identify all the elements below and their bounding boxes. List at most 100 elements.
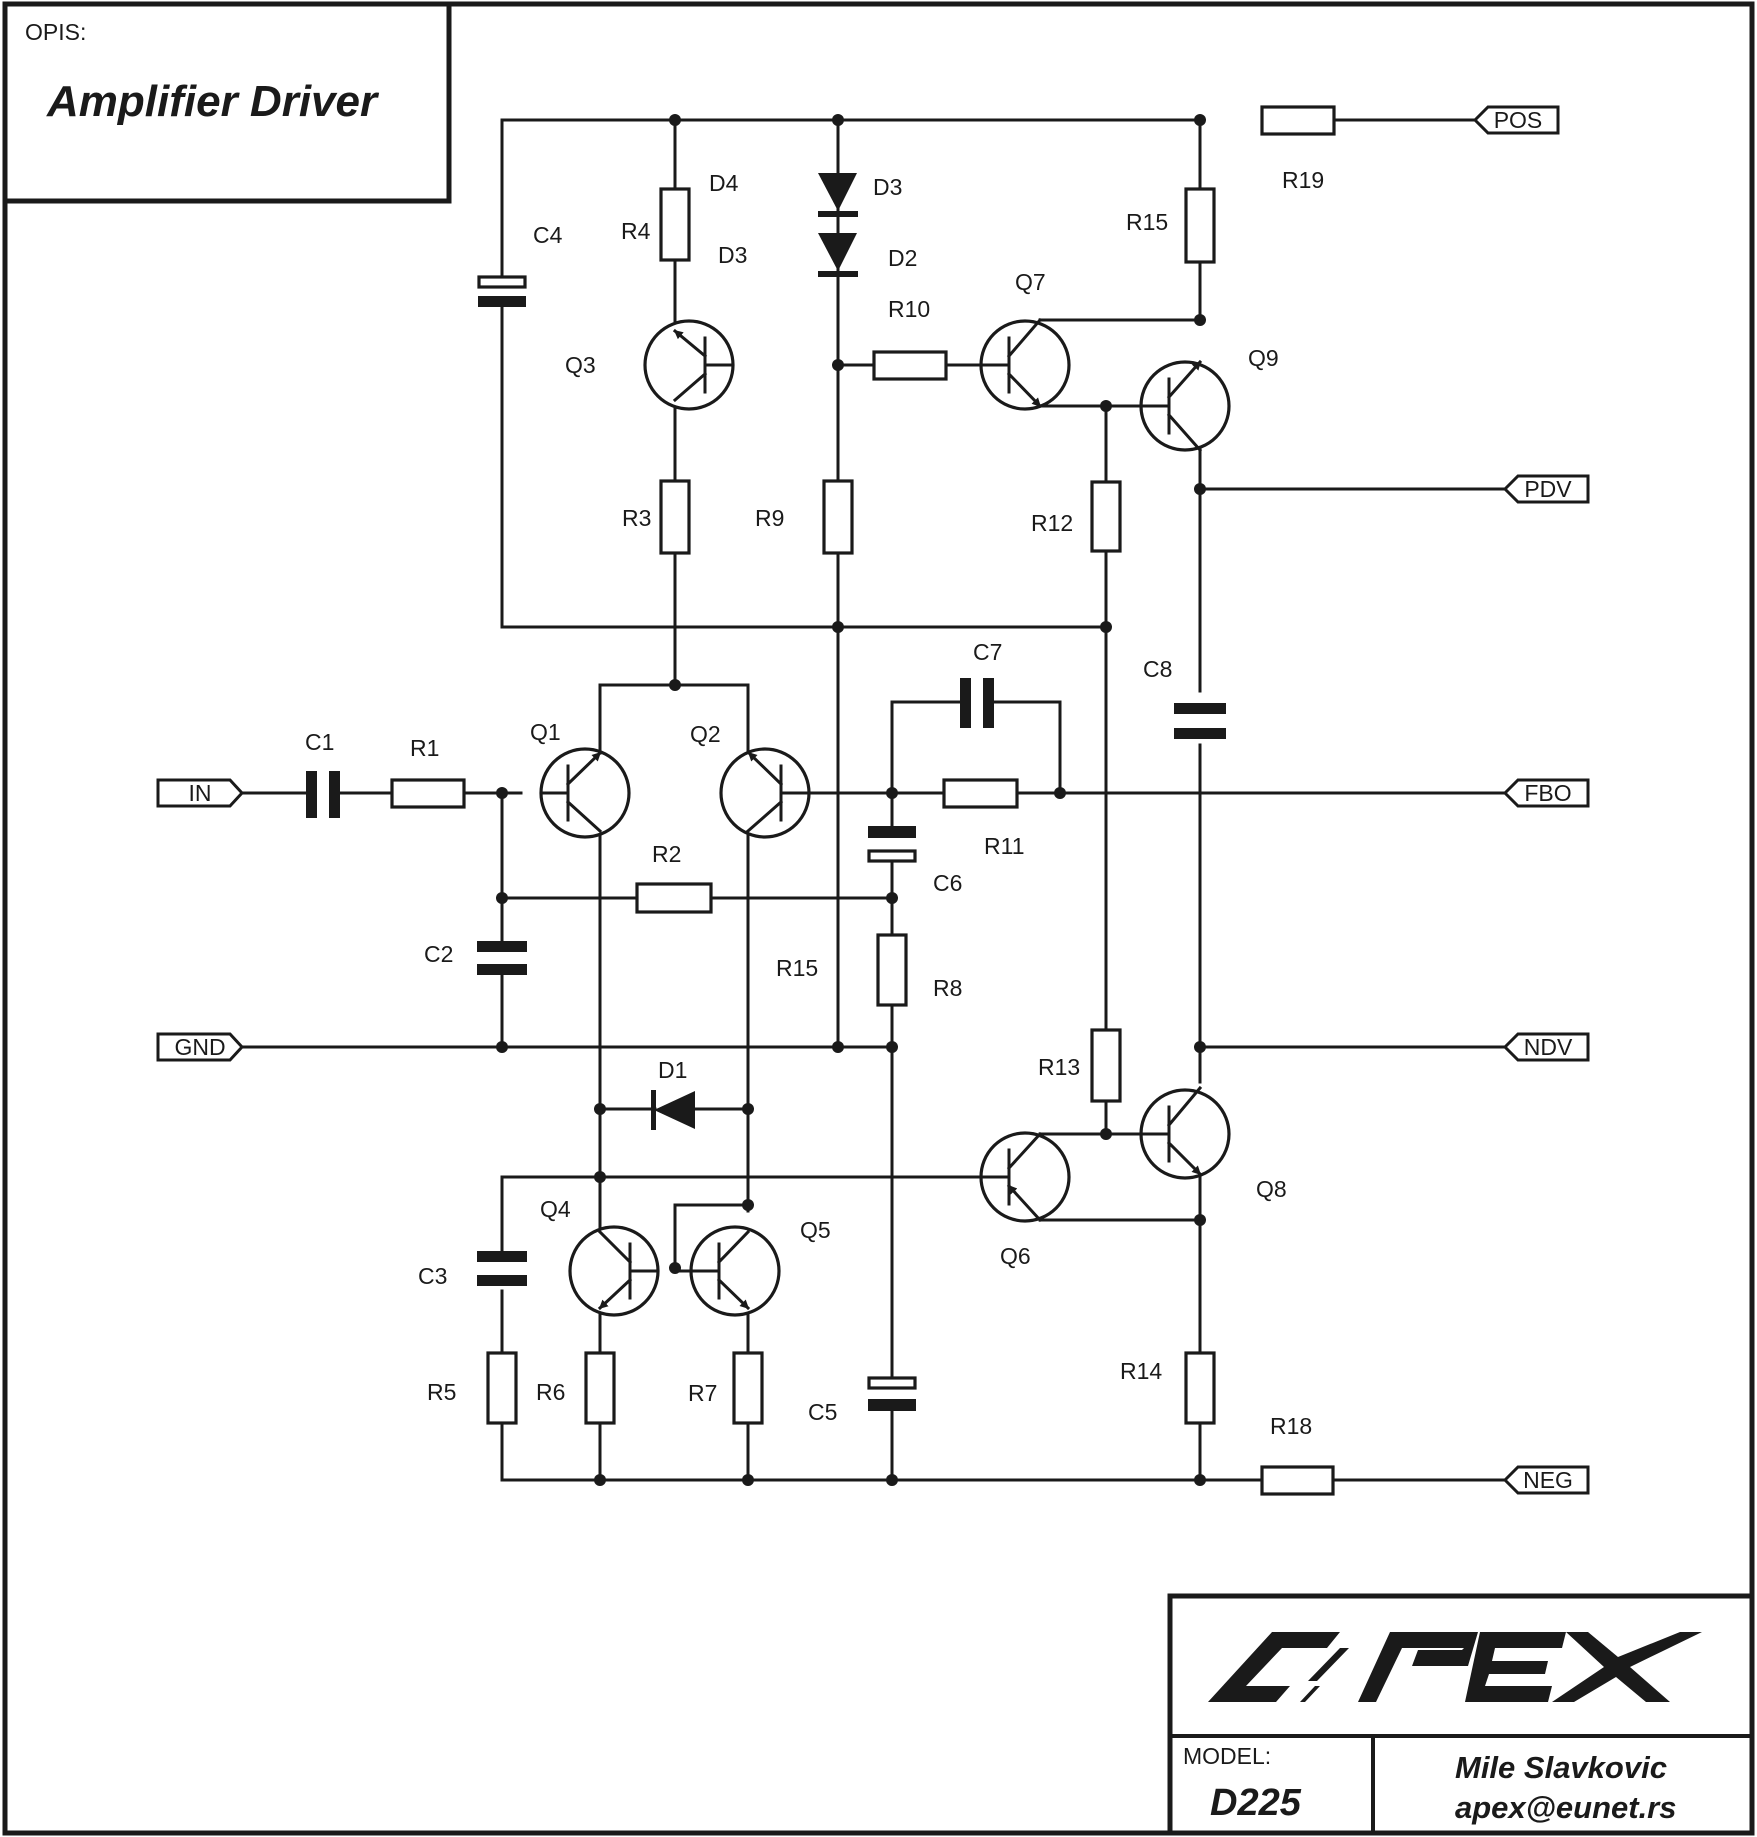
label-d3-right: D3 (873, 174, 902, 200)
capacitor-c2 (477, 941, 527, 975)
opis-label: OPIS: (25, 19, 86, 45)
label-r6: R6 (536, 1379, 565, 1405)
port-in: IN (156, 778, 245, 808)
label-r19: R19 (1282, 167, 1324, 193)
port-fbo: FBO (1502, 778, 1590, 808)
label-r11: R11 (984, 833, 1025, 859)
port-ndv-label: NDV (1524, 1034, 1573, 1060)
port-pos-label: POS (1494, 107, 1543, 133)
capacitor-c1 (306, 771, 340, 818)
label-r9: R9 (755, 505, 784, 531)
label-r7: R7 (688, 1380, 717, 1406)
label-d4: D4 (709, 170, 739, 196)
transistor-q4 (568, 1225, 660, 1317)
port-fbo-label: FBO (1524, 780, 1571, 806)
author-name: Mile Slavkovic (1455, 1750, 1667, 1785)
label-c2: C2 (424, 941, 453, 967)
transistor-q9 (1104, 359, 1231, 453)
junctions (496, 114, 1206, 1486)
label-r5: R5 (427, 1379, 456, 1405)
label-c4: C4 (533, 222, 563, 248)
port-gnd: GND (156, 1032, 245, 1062)
apex-logo (1208, 1632, 1702, 1702)
label-q2: Q2 (690, 721, 721, 747)
title-block: OPIS: Amplifier Driver (2, 1, 452, 204)
footer-block: MODEL: D225 Mile Slavkovic apex@eunet.rs (1167, 1593, 1755, 1836)
label-q5: Q5 (800, 1217, 831, 1243)
port-pdv: PDV (1502, 474, 1590, 504)
label-d3-left: D3 (718, 242, 747, 268)
capacitor-c5 (867, 1376, 917, 1411)
label-c3: C3 (418, 1263, 447, 1289)
transistor-q2 (719, 747, 811, 839)
transistors (539, 317, 1231, 1317)
label-r1: R1 (410, 735, 439, 761)
label-r15-top: R15 (1126, 209, 1168, 235)
port-neg-label: NEG (1523, 1467, 1573, 1493)
label-d1: D1 (658, 1057, 687, 1083)
label-r12: R12 (1031, 510, 1073, 536)
resistor-r7 (732, 1351, 764, 1425)
resistor-r1 (390, 778, 466, 809)
port-pdv-label: PDV (1524, 476, 1572, 502)
transistor-q8 (1104, 1085, 1231, 1180)
label-c1: C1 (305, 729, 334, 755)
label-q7: Q7 (1015, 269, 1046, 295)
label-c6: C6 (933, 870, 962, 896)
label-q6: Q6 (1000, 1243, 1031, 1269)
component-labels: C1 R1 Q1 Q2 R2 C2 R15 R8 C6 R11 C7 C8 D1… (305, 167, 1324, 1439)
author-email: apex@eunet.rs (1455, 1790, 1676, 1825)
resistor-r5 (486, 1351, 518, 1425)
label-c5: C5 (808, 1399, 837, 1425)
capacitor-c8 (1174, 703, 1226, 739)
resistor-r4 (659, 187, 691, 262)
resistor-r15-top (1184, 187, 1216, 264)
label-r13: R13 (1038, 1054, 1080, 1080)
transistor-q6 (978, 1131, 1071, 1223)
resistor-r10 (872, 350, 948, 381)
resistor-r6 (584, 1351, 616, 1425)
resistor-r13 (1090, 1028, 1122, 1103)
label-d2: D2 (888, 245, 917, 271)
title-text: Amplifier Driver (46, 77, 380, 126)
diode-d1 (651, 1090, 695, 1130)
capacitor-c3 (477, 1251, 527, 1286)
label-c7: C7 (973, 639, 1002, 665)
ports: IN GND POS PDV FBO NDV NEG (156, 105, 1590, 1495)
capacitor-c6 (867, 826, 917, 863)
wires (238, 118, 1507, 1482)
label-r4: R4 (621, 218, 651, 244)
resistor-r11 (942, 778, 1019, 809)
diodes (651, 173, 858, 1130)
label-c8: C8 (1143, 656, 1172, 682)
resistor-r14 (1184, 1351, 1216, 1425)
transistor-q7 (979, 317, 1202, 411)
capacitor-c4 (477, 275, 527, 307)
label-r18: R18 (1270, 1413, 1312, 1439)
model-value: D225 (1210, 1782, 1302, 1824)
label-r3: R3 (622, 505, 651, 531)
label-r14: R14 (1120, 1358, 1162, 1384)
resistor-r2 (635, 882, 713, 914)
resistor-r8 (876, 933, 908, 1007)
transistor-q5 (673, 1225, 781, 1317)
label-q3: Q3 (565, 352, 596, 378)
port-neg: NEG (1502, 1465, 1590, 1495)
resistors (390, 105, 1336, 1496)
capacitor-c7 (960, 678, 994, 728)
resistor-r12 (1090, 480, 1122, 553)
resistor-r19 (1260, 105, 1336, 136)
resistor-r3 (659, 479, 691, 555)
label-q9: Q9 (1248, 345, 1279, 371)
port-in-label: IN (189, 780, 212, 806)
label-r2: R2 (652, 841, 681, 867)
diode-d4-d3-top (818, 173, 858, 217)
port-ndv: NDV (1502, 1032, 1590, 1062)
transistor-q3 (643, 319, 735, 411)
label-r8: R8 (933, 975, 962, 1001)
diode-d2 (818, 233, 858, 277)
resistor-r9 (822, 479, 854, 555)
label-q4: Q4 (540, 1196, 571, 1222)
label-r10: R10 (888, 296, 930, 322)
